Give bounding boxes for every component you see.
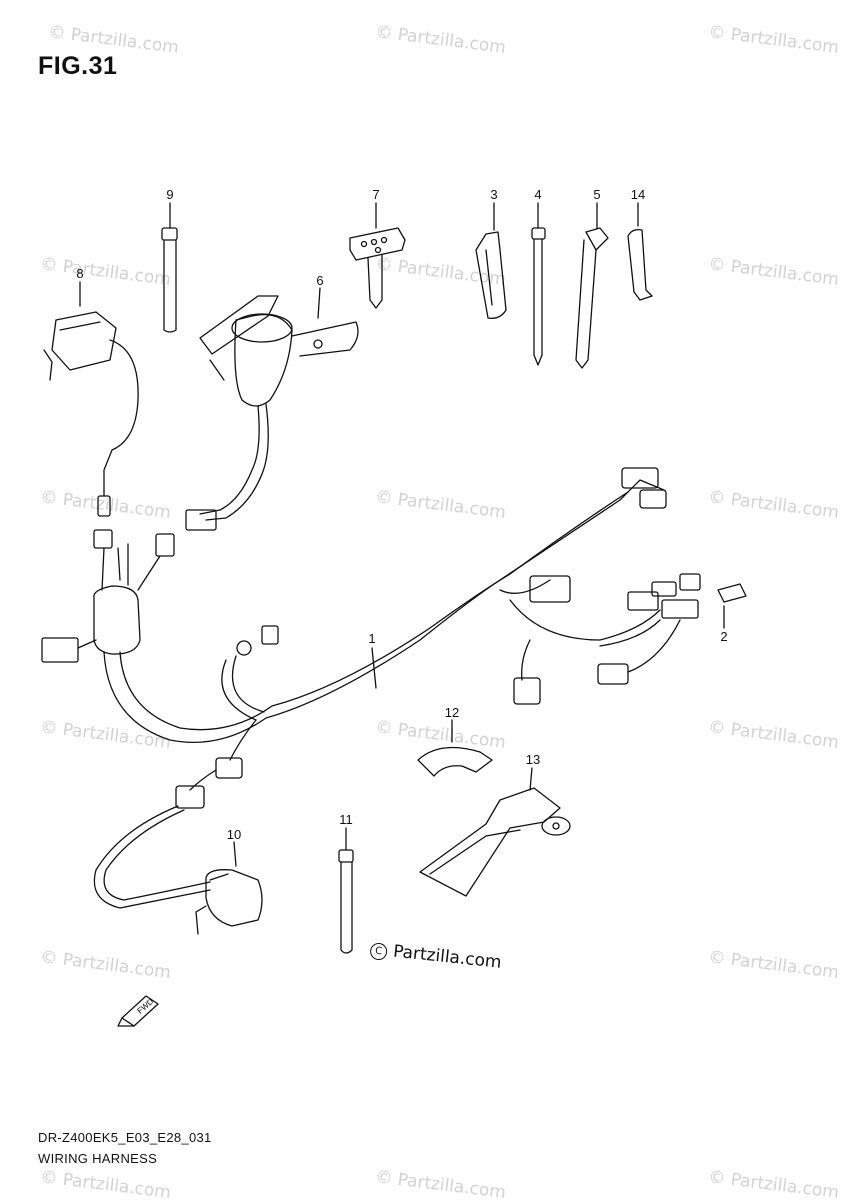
callout-2: 2 (720, 629, 728, 644)
harness-junction (41, 529, 175, 663)
callout-4: 4 (534, 187, 542, 202)
part-7-key (349, 202, 406, 309)
part-4-cable-tie (531, 202, 546, 366)
callout-6: 6 (316, 273, 324, 288)
part-5-clamp-band (575, 202, 609, 369)
callout-9: 9 (166, 187, 174, 202)
callout-3: 3 (490, 187, 498, 202)
part-9-cable-tie (161, 202, 178, 333)
callout-11: 11 (339, 812, 353, 827)
part-10-sensor (93, 769, 263, 935)
figure-name: WIRING HARNESS (38, 1151, 158, 1166)
callout-13: 13 (525, 752, 541, 767)
callout-14: 14 (630, 187, 646, 202)
part-2-connector (717, 583, 747, 629)
part-8-switch (43, 281, 139, 517)
callout-10: 10 (226, 827, 242, 842)
part-1-main-harness (103, 467, 701, 779)
callout-12: 12 (444, 705, 460, 720)
part-11-cable-tie (338, 827, 354, 954)
callout-1: 1 (368, 631, 376, 646)
callout-5: 5 (593, 187, 601, 202)
figure-title: FIG.31 (38, 52, 118, 80)
figure-code: DR-Z400EK5_E03_E28_031 (38, 1130, 212, 1145)
fwd-arrow (117, 995, 159, 1027)
callout-7: 7 (372, 187, 380, 202)
part-12-clip (417, 719, 493, 777)
copyright-icon: C (369, 942, 388, 961)
part-14-clamp (627, 202, 653, 301)
part-3-clamp (475, 202, 507, 319)
part-6-ignition-switch (185, 287, 359, 531)
callout-8: 8 (76, 266, 84, 281)
part-13-bracket (419, 767, 571, 897)
